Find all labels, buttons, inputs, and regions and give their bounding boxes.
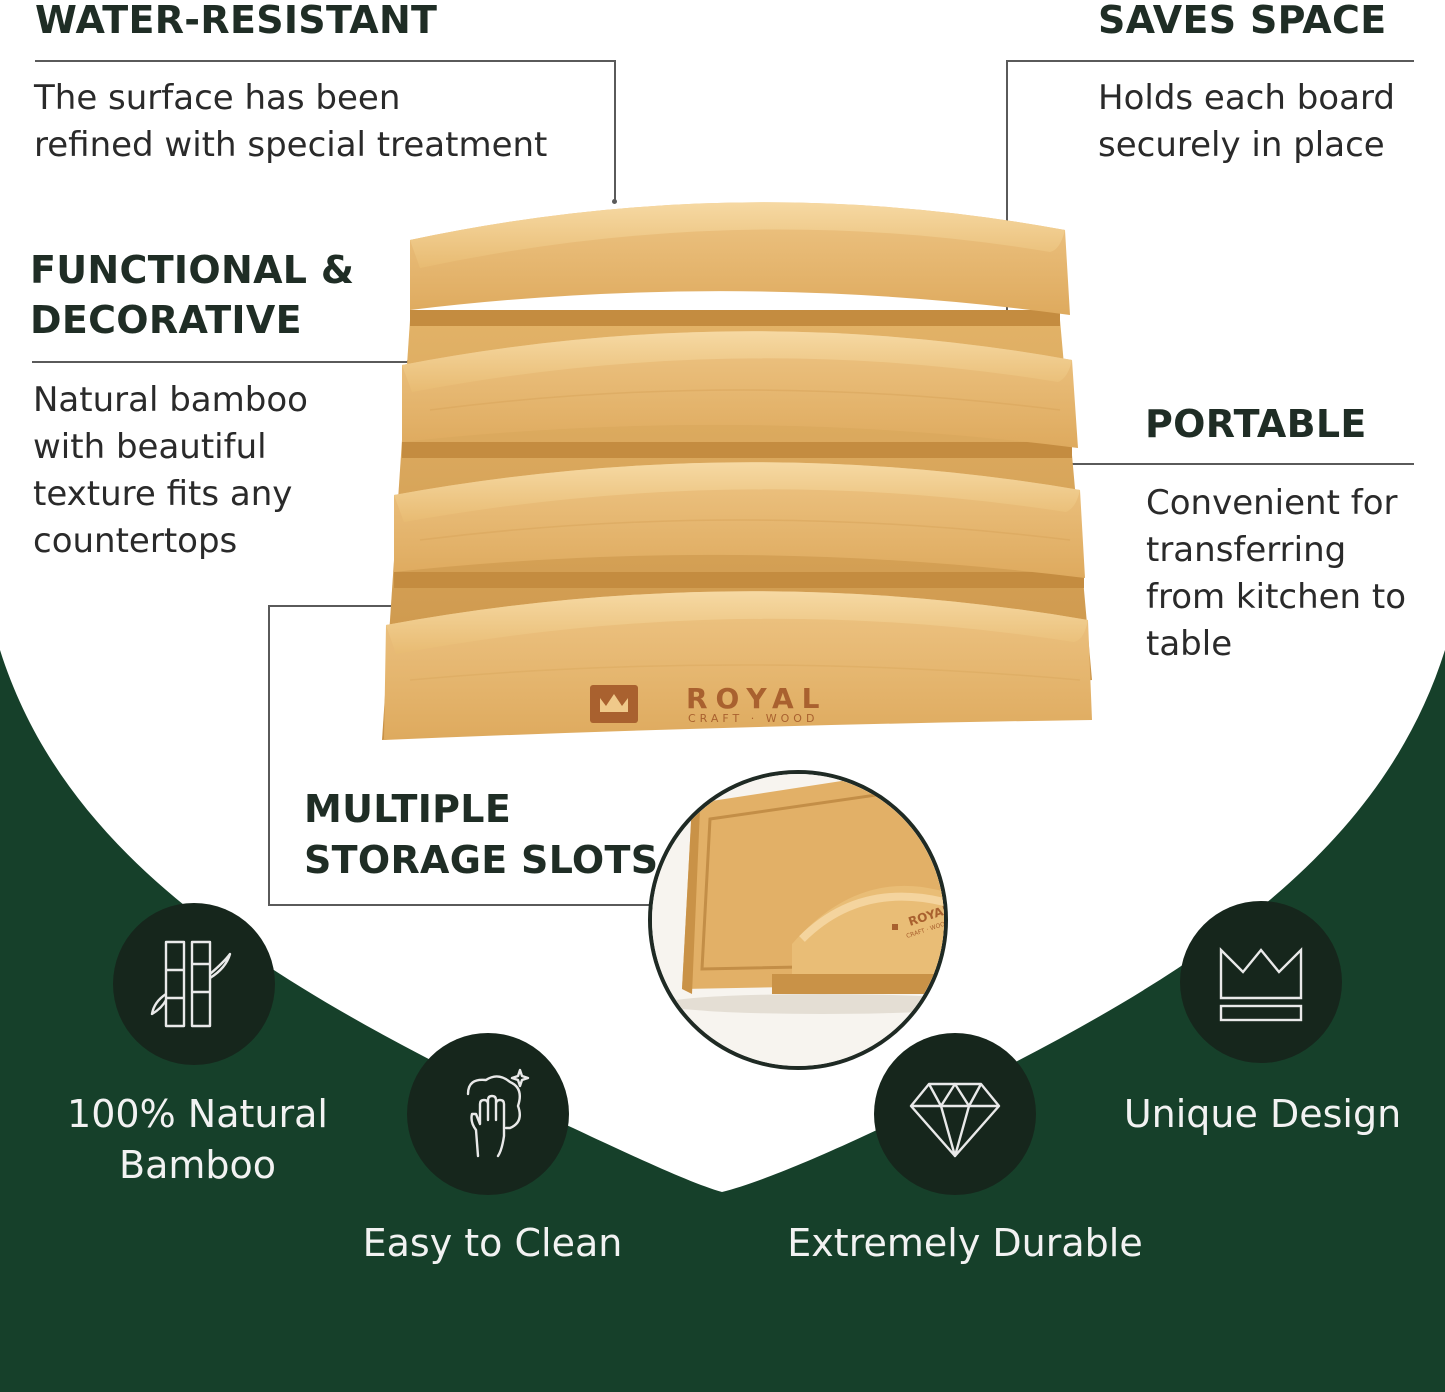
saves-space-desc-2: securely in place: [1098, 125, 1385, 165]
functional-rule: [32, 361, 410, 363]
feature-clean-label: Easy to Clean: [362, 1221, 623, 1265]
functional-desc-1: Natural bamboo: [33, 380, 308, 420]
portable-desc-3: from kitchen to: [1146, 577, 1407, 617]
water-resistant-desc-1: The surface has been: [34, 78, 401, 118]
water-resistant-desc-2: refined with special treatment: [34, 125, 548, 165]
functional-desc-3: texture fits any: [33, 474, 293, 514]
portable-desc-4: table: [1146, 624, 1233, 664]
slots-bottom-rule: [268, 904, 652, 906]
hand-wipe-icon: [466, 1068, 530, 1158]
saves-space-desc-1: Holds each board: [1098, 78, 1395, 118]
functional-desc-4: countertops: [33, 521, 238, 561]
bamboo-rack-image: ROYAL CRAFT · WOOD: [382, 202, 1092, 740]
water-resistant-rule: [35, 60, 615, 62]
water-resistant-leader: [614, 60, 616, 202]
functional-desc-2: with beautiful: [33, 427, 267, 467]
brand-subtitle: CRAFT · WOOD: [688, 712, 818, 725]
portable-desc-1: Convenient for: [1146, 483, 1398, 523]
inset-board-in-rack: ROYAL CRAFT · WOOD: [652, 774, 944, 1066]
feature-design-label: Unique Design: [1123, 1092, 1402, 1136]
portable-rule: [1040, 463, 1414, 465]
inset-photo: ROYAL CRAFT · WOOD: [648, 770, 948, 1070]
feature-badge-design: [1180, 901, 1342, 1063]
brand-logo: ROYAL CRAFT · WOOD: [590, 682, 827, 725]
brand-name: ROYAL: [686, 682, 827, 715]
saves-space-leader: [1006, 60, 1008, 332]
feature-bamboo-label-2: Bamboo: [119, 1143, 276, 1187]
crown-icon: [1219, 947, 1303, 1022]
water-resistant-heading: WATER-RESISTANT: [35, 0, 438, 42]
feature-badge-clean: [407, 1033, 569, 1195]
feature-bamboo-label-1: 100% Natural: [67, 1092, 328, 1136]
portable-heading: PORTABLE: [1145, 402, 1367, 446]
feature-badge-durable: [874, 1033, 1036, 1195]
feature-badge-bamboo: [113, 903, 275, 1065]
water-resistant-dot: [612, 199, 617, 204]
slots-heading-2: STORAGE SLOTS: [304, 838, 659, 882]
slots-top-rule: [268, 605, 395, 607]
saves-space-rule: [1006, 60, 1414, 62]
feature-durable-label: Extremely Durable: [787, 1221, 1143, 1265]
slots-heading-1: MULTIPLE: [304, 787, 512, 831]
functional-heading-2: DECORATIVE: [30, 298, 302, 342]
functional-heading-1: FUNCTIONAL &: [30, 248, 355, 292]
saves-space-heading: SAVES SPACE: [1098, 0, 1387, 42]
diamond-icon: [909, 1082, 1001, 1158]
slots-leader: [268, 605, 270, 905]
portable-desc-2: transferring: [1146, 530, 1347, 570]
bamboo-icon: [150, 940, 232, 1028]
